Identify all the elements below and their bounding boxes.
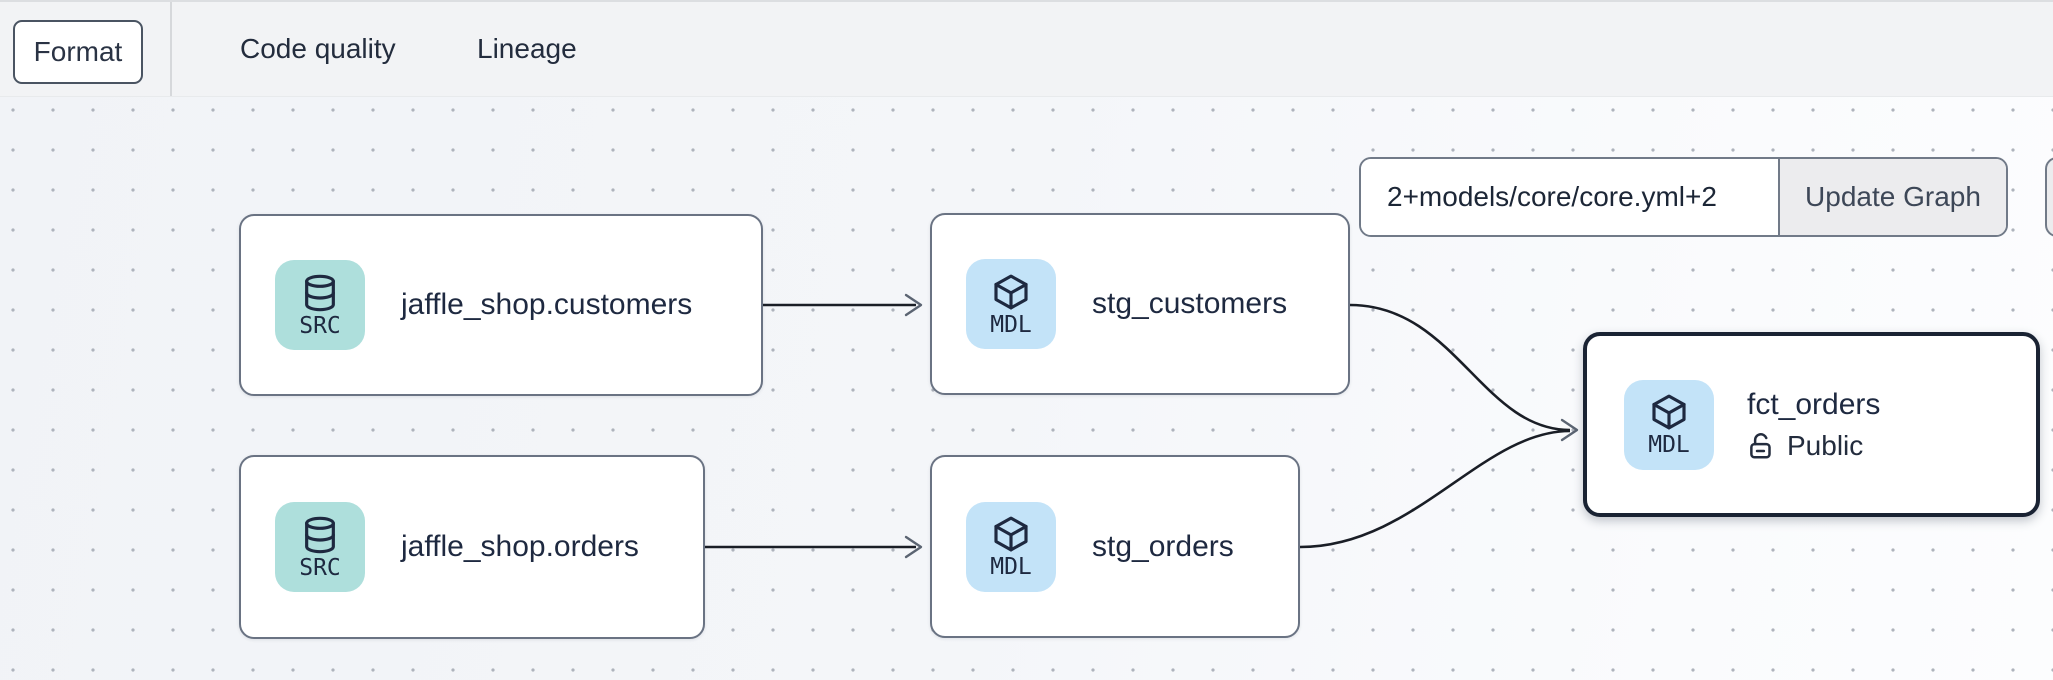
- selector-input[interactable]: [1361, 159, 1778, 235]
- format-button[interactable]: Format: [13, 20, 143, 84]
- node-fct-orders[interactable]: MDL fct_orders Public: [1583, 332, 2040, 517]
- clipped-control-button[interactable]: [2045, 157, 2053, 237]
- access-row: Public: [1747, 430, 1880, 462]
- database-icon: [305, 274, 335, 311]
- node-title: stg_customers: [1092, 287, 1288, 320]
- node-jaffle-shop-customers[interactable]: SRC jaffle_shop.customers: [239, 214, 763, 396]
- model-badge: MDL: [1624, 379, 1714, 470]
- badge-label: MDL: [990, 554, 1032, 580]
- cube-icon: [994, 274, 1028, 309]
- source-badge: SRC: [275, 502, 365, 592]
- update-graph-button[interactable]: Update Graph: [1778, 159, 2006, 235]
- cube-icon: [994, 516, 1028, 552]
- badge-label: SRC: [299, 312, 341, 339]
- node-stg-orders[interactable]: MDL stg_orders: [930, 455, 1300, 638]
- model-badge: MDL: [966, 501, 1056, 592]
- badge-label: MDL: [990, 311, 1032, 338]
- access-label: Public: [1787, 429, 1864, 461]
- cube-icon: [1652, 394, 1686, 430]
- node-title: stg_orders: [1092, 529, 1234, 563]
- source-badge: SRC: [275, 260, 365, 350]
- tab-code-quality[interactable]: Code quality: [240, 33, 396, 64]
- node-stg-customers[interactable]: MDL stg_customers: [930, 213, 1350, 395]
- node-title: jaffle_shop.orders: [401, 530, 639, 563]
- node-title: jaffle_shop.customers: [401, 288, 693, 321]
- badge-label: MDL: [1648, 432, 1690, 458]
- lineage-selector-group: Update Graph: [1359, 157, 2008, 237]
- tab-lineage[interactable]: Lineage: [477, 33, 577, 64]
- badge-label: SRC: [299, 554, 341, 581]
- node-jaffle-shop-orders[interactable]: SRC jaffle_shop.orders: [239, 455, 705, 639]
- toolbar-divider: [170, 2, 172, 96]
- database-icon: [305, 516, 335, 553]
- node-title: fct_orders: [1747, 387, 1881, 421]
- editor-toolbar: Format Code quality Lineage: [0, 0, 2053, 103]
- unlock-icon: [1750, 432, 1771, 458]
- model-badge: MDL: [966, 259, 1056, 349]
